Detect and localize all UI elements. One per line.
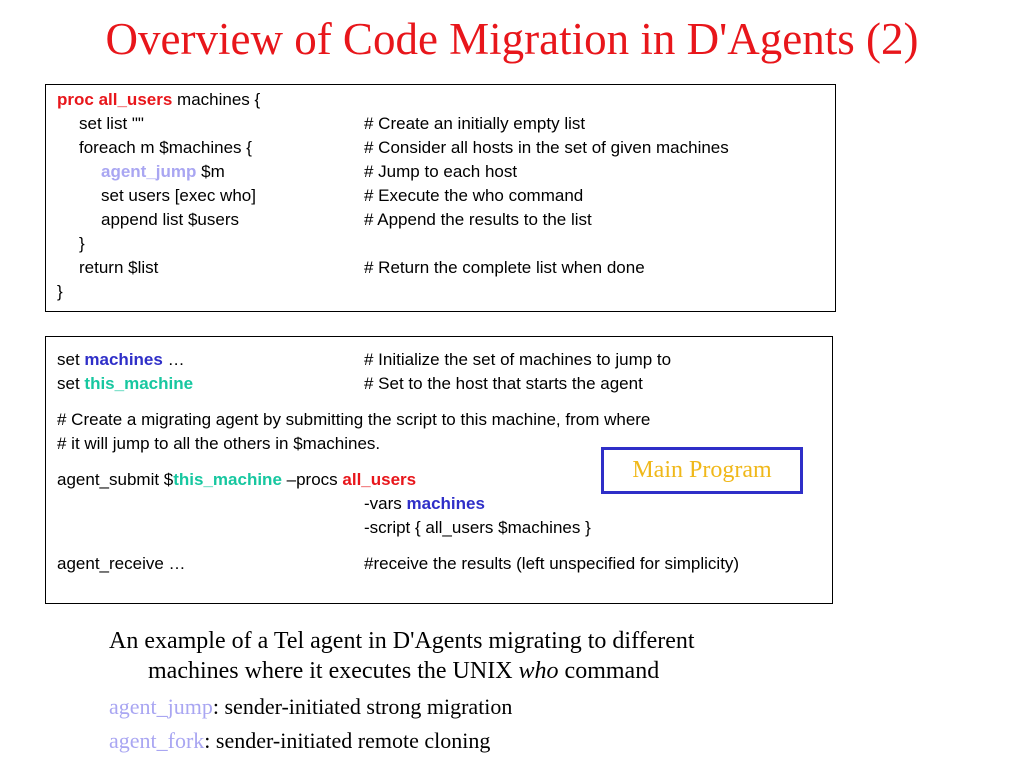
caption-emphasis: who (518, 658, 559, 684)
code-comment: # Append the results to the list (364, 210, 592, 229)
code-comment: # Initialize the set of machines to jump… (364, 350, 672, 369)
code-keyword: proc (57, 90, 94, 109)
code-keyword: machines (84, 350, 163, 369)
code-keyword: this_machine (173, 470, 282, 489)
caption-text: : sender-initiated remote cloning (204, 728, 491, 753)
code-text: –procs (281, 470, 343, 489)
code-text: -script { all_users $machines } (364, 518, 591, 537)
code-comment: # Consider all hosts in the set of given… (364, 138, 729, 157)
code-text: set users [exec who] (101, 186, 256, 205)
code-keyword: this_machine (84, 374, 194, 393)
code-text: return $list (79, 258, 159, 277)
caption-bullet-fork: agent_fork: sender-initiated remote clon… (109, 726, 490, 756)
code-line: proc all_users machines { (57, 88, 260, 112)
code-text: set list "" (79, 114, 144, 133)
code-text: foreach m $machines { (79, 138, 252, 157)
code-text: } (57, 282, 63, 301)
code-keyword: all_users (342, 470, 417, 489)
code-keyword: agent_jump (101, 162, 197, 181)
main-program-label: Main Program (601, 447, 803, 494)
code-comment: # Create an initially empty list (364, 114, 586, 133)
procedure-code-box: proc all_users machines { set list "" # … (45, 84, 836, 312)
code-text: append list $users (101, 210, 239, 229)
code-comment: # Execute the who command (364, 186, 584, 205)
code-comment: # Create a migrating agent by submitting… (57, 410, 651, 429)
code-text: … (162, 350, 185, 369)
caption-text: command (558, 658, 660, 684)
slide-title: Overview of Code Migration in D'Agents (… (105, 14, 919, 64)
code-text: set (57, 374, 85, 393)
code-keyword: all_users (98, 90, 173, 109)
code-comment: # Return the complete list when done (364, 258, 645, 277)
code-comment: #receive the results (left unspecified f… (364, 554, 740, 573)
code-text: $m (196, 162, 225, 181)
code-line: set this_machine (57, 372, 193, 396)
caption-bullet-jump: agent_jump: sender-initiated strong migr… (109, 692, 512, 722)
code-line: -vars machines (364, 492, 485, 516)
code-text: } (79, 234, 85, 253)
code-text: agent_receive … (57, 554, 186, 573)
caption-keyword: agent_fork (109, 728, 205, 753)
code-line: agent_jump $m (101, 160, 225, 184)
caption-line: machines where it executes the UNIX who … (148, 656, 659, 686)
code-text: agent_submit $ (57, 470, 174, 489)
caption-text: machines where it executes the UNIX (148, 658, 519, 684)
code-text: set (57, 350, 85, 369)
code-comment: # Set to the host that starts the agent (364, 374, 643, 393)
caption-keyword: agent_jump (109, 694, 213, 719)
code-text: -vars (364, 494, 407, 513)
code-comment: # it will jump to all the others in $mac… (57, 434, 381, 453)
code-text: machines { (172, 90, 261, 109)
code-line: agent_submit $this_machine –procs all_us… (57, 468, 416, 492)
caption-line: An example of a Tel agent in D'Agents mi… (109, 628, 695, 654)
caption-text: : sender-initiated strong migration (212, 694, 513, 719)
code-line: set machines … (57, 348, 185, 372)
code-keyword: machines (406, 494, 485, 513)
code-comment: # Jump to each host (364, 162, 518, 181)
